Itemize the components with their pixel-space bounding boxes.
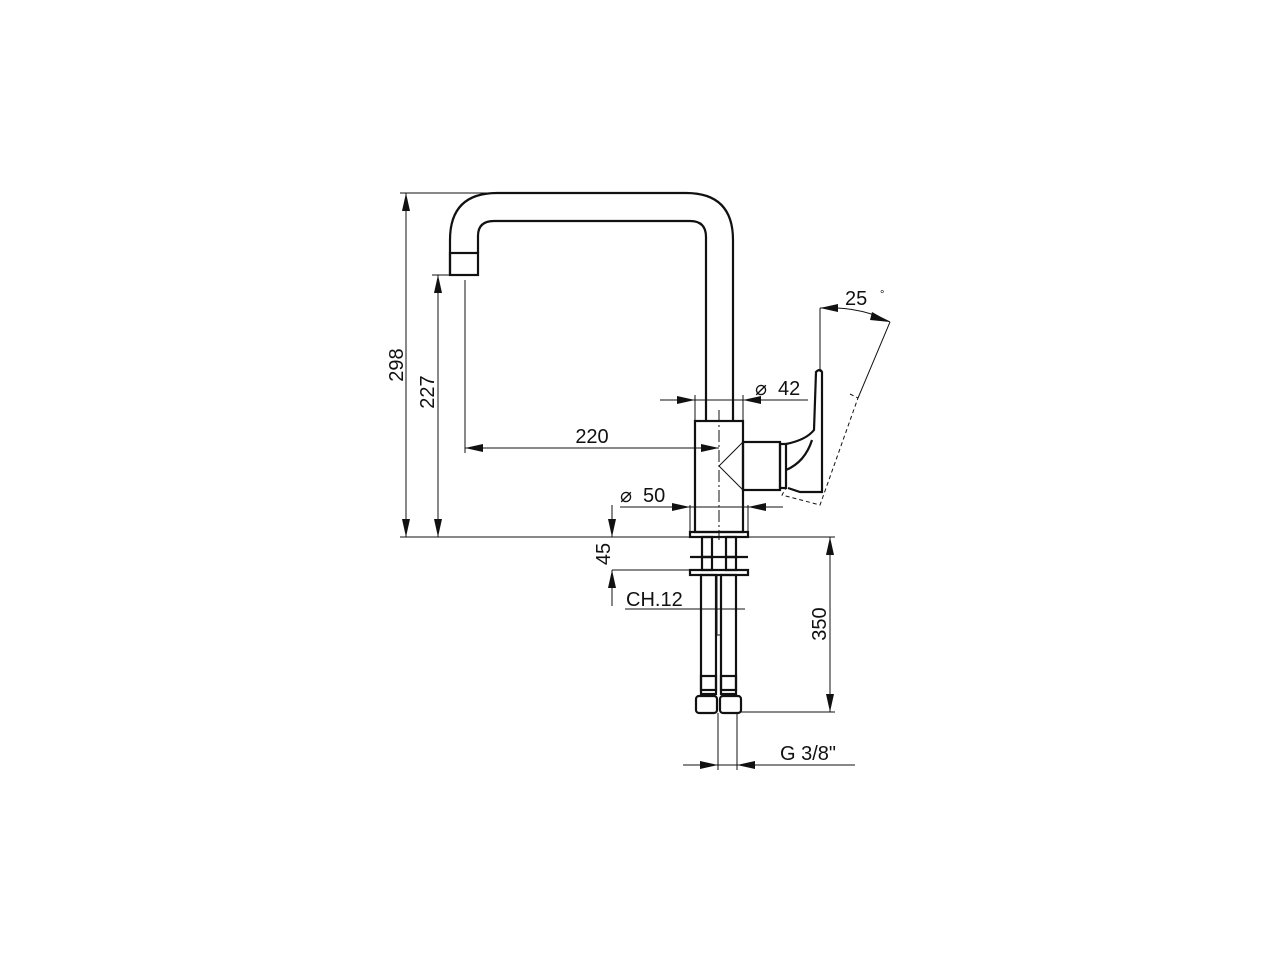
wrench-size-callout: CH.12 [625, 589, 745, 611]
dimension-column-diameter: ⌀ 42 [660, 378, 808, 421]
degree-symbol: ° [880, 289, 884, 301]
flexible-hoses [688, 535, 750, 715]
label-220: 220 [575, 426, 608, 448]
dimension-base-to-nut: 45 [593, 505, 690, 606]
label-350: 350 [809, 607, 831, 640]
label-g38: G 3/8" [780, 743, 836, 765]
dimension-handle-angle: 25 ° [819, 288, 891, 399]
hose-nut [718, 694, 743, 715]
dimension-spout-height: 227 [417, 274, 450, 537]
dimension-connection-thread: G 3/8" [683, 713, 855, 770]
spout [448, 191, 735, 421]
mixer-body [688, 368, 859, 540]
label-45: 45 [593, 543, 615, 565]
dimension-hose-length: 350 [741, 537, 835, 713]
label-25: 25 [845, 288, 867, 310]
label-42: 42 [778, 378, 800, 400]
aerator [448, 251, 480, 277]
hose-nut [694, 694, 719, 715]
diameter-symbol: ⌀ [620, 485, 632, 507]
handle-lever [785, 368, 824, 494]
dimension-base-diameter: ⌀ 50 [620, 485, 783, 532]
dimension-spout-reach: 220 [464, 280, 719, 453]
label-227: 227 [417, 375, 439, 408]
cartridge-housing [741, 440, 782, 492]
dimension-total-height: 298 [386, 192, 835, 538]
label-ch12: CH.12 [626, 589, 683, 611]
label-298: 298 [386, 348, 408, 381]
diameter-symbol: ⌀ [755, 378, 767, 400]
label-50: 50 [643, 485, 665, 507]
